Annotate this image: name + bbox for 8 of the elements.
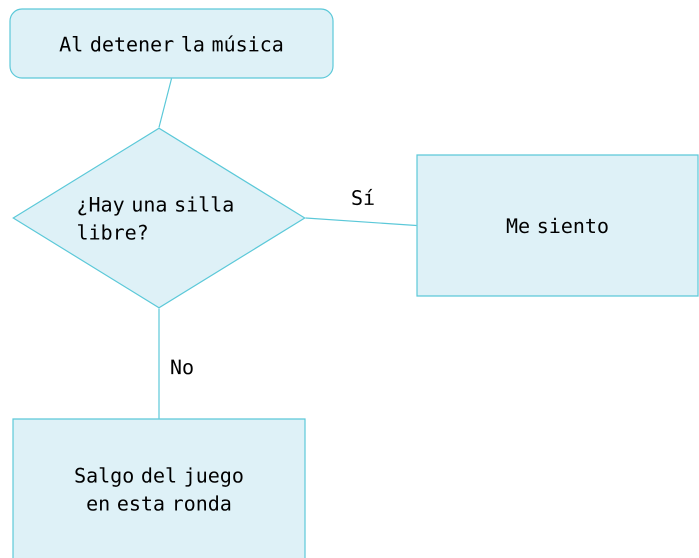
process-box: Me siento [416,154,699,297]
edge-label: No [168,358,196,376]
process-box: Salgo del juego en esta ronda [12,418,306,558]
connector-line [306,217,416,226]
connector-line [158,78,172,128]
start-box: Al detener la música [9,8,334,79]
connector-line [158,308,160,418]
edge-label: Sí [350,188,376,206]
